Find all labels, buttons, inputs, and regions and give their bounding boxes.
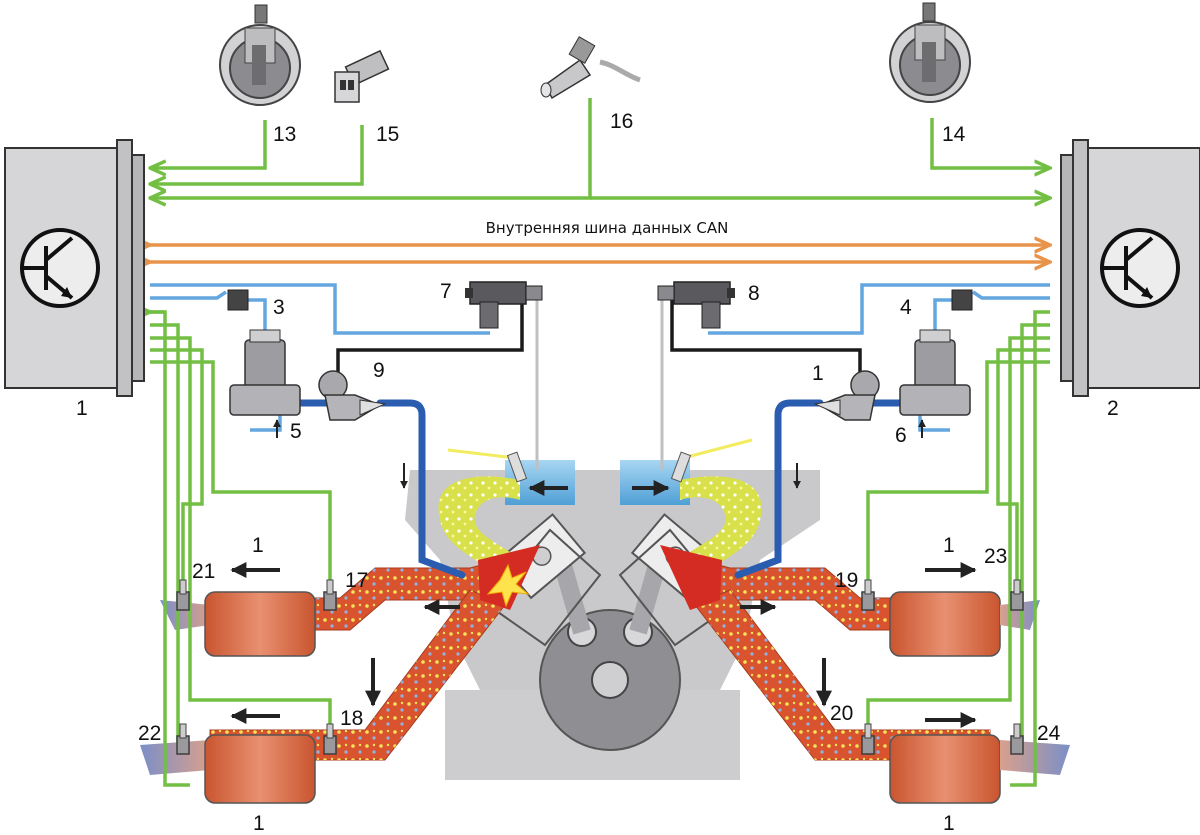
lambda-probe-23 — [1010, 579, 1024, 611]
catalyst-top-left — [160, 591, 316, 657]
lambda-probe-17 — [323, 579, 337, 611]
solenoid-valve-right — [657, 281, 735, 329]
control-lines — [336, 300, 862, 378]
label-23: 23 — [984, 545, 1007, 568]
secondary-air-pump-right — [899, 329, 971, 416]
label-20: 20 — [830, 702, 853, 725]
relay-left — [227, 289, 249, 311]
lambda-probe-24 — [1010, 723, 1024, 755]
control-unit-left — [4, 139, 145, 397]
label-2: 2 — [1107, 397, 1119, 420]
control-unit-right — [1060, 139, 1200, 397]
combi-valve-right — [813, 370, 880, 421]
label-17: 17 — [345, 569, 368, 592]
label-4: 4 — [900, 296, 912, 319]
label-24: 24 — [1037, 722, 1061, 745]
label-9: 9 — [373, 359, 385, 382]
label-14: 14 — [942, 123, 966, 146]
label-1-cat-tr: 1 — [943, 534, 955, 557]
label-3: 3 — [273, 296, 285, 319]
combustion-chamber-right — [660, 545, 722, 610]
combi-valve-left — [318, 370, 387, 421]
air-mass-meter-right — [889, 2, 971, 103]
label-22: 22 — [138, 722, 161, 745]
sensor-lines-top — [150, 98, 1050, 198]
secondary-air-pipe-left — [376, 399, 466, 579]
label-18: 18 — [340, 707, 363, 730]
secondary-air-pump-left — [229, 329, 301, 416]
transistor-icon — [1100, 228, 1180, 308]
label-1-cat-tl: 1 — [252, 534, 264, 557]
lambda-probe-19 — [861, 579, 875, 611]
spark-icon — [486, 563, 530, 608]
can-bus-label: Внутренняя шина данных CAN — [486, 219, 729, 237]
solenoid-valve-left — [465, 281, 543, 329]
label-13: 13 — [273, 123, 296, 146]
intake-left — [438, 448, 575, 570]
label-1-cat-bl: 1 — [253, 812, 265, 835]
label-21: 21 — [192, 560, 215, 583]
transistor-icon — [20, 228, 100, 308]
label-6: 6 — [895, 424, 907, 447]
lambda-probe-18 — [323, 723, 337, 755]
label-7: 7 — [440, 280, 452, 303]
engine-speed-sensor-icon — [540, 36, 641, 100]
lambda-probe-21 — [176, 579, 190, 611]
secondary-air-pipe-right — [734, 399, 824, 579]
sensor-lines-right — [866, 310, 1050, 787]
label-16: 16 — [610, 110, 633, 133]
label-1-valve: 1 — [812, 362, 824, 385]
label-5: 5 — [290, 420, 302, 443]
temperature-sensor-icon — [334, 49, 390, 103]
label-1-cat-br: 1 — [943, 812, 955, 835]
relay-right — [951, 289, 973, 311]
catalyst-bottom-right — [889, 734, 1070, 804]
catalyst-bottom-left — [140, 734, 316, 804]
label-8: 8 — [748, 282, 760, 305]
lambda-probe-20 — [861, 723, 875, 755]
label-1-left: 1 — [76, 397, 88, 420]
air-mass-meter-left — [219, 4, 301, 106]
lambda-probe-22 — [176, 723, 190, 755]
label-19: 19 — [835, 569, 858, 592]
label-15: 15 — [376, 123, 399, 146]
callout-labels: 1 2 3 4 5 6 7 8 9 1 13 14 15 16 17 18 19… — [76, 110, 1119, 835]
air-lines — [150, 283, 1050, 432]
can-bus — [150, 245, 1050, 262]
